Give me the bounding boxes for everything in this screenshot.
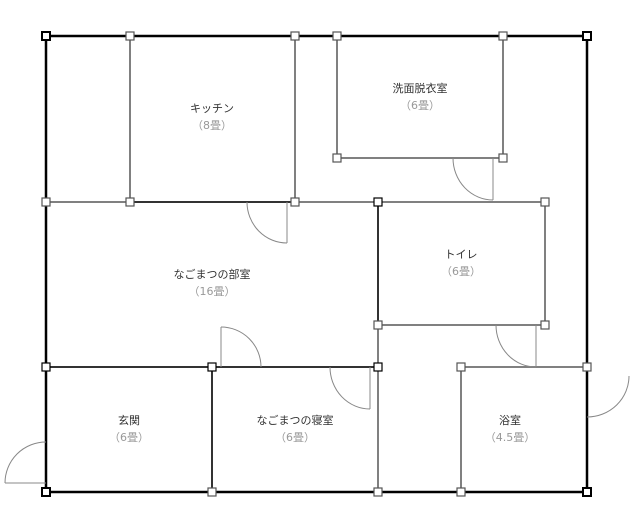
kitchen-door xyxy=(246,201,288,244)
washroom-door xyxy=(452,157,494,201)
toilet-door xyxy=(495,324,537,368)
room-size: （8畳） xyxy=(192,119,232,132)
interior-walls xyxy=(46,35,587,492)
room-name: 浴室 xyxy=(499,414,521,427)
room-size: （6畳） xyxy=(400,99,440,112)
room-name: なごまつの寝室 xyxy=(256,414,334,427)
room-label-washroom[interactable]: 洗面脱衣室 （6畳） xyxy=(393,80,448,114)
room-label-kitchen[interactable]: キッチン （8畳） xyxy=(190,100,234,134)
bath-exterior-door xyxy=(586,375,630,418)
room-size: （6畳） xyxy=(109,431,149,444)
room-label-toilet[interactable]: トイレ （6畳） xyxy=(441,246,481,280)
outer-wall xyxy=(44,34,589,494)
room-size: （16畳） xyxy=(188,285,236,298)
room-size: （6畳） xyxy=(441,265,481,278)
room-label-bedroom[interactable]: なごまつの寝室 （6畳） xyxy=(257,412,334,446)
room-size: （6畳） xyxy=(275,431,315,444)
bedroom-door xyxy=(329,366,371,410)
wall-nodes[interactable] xyxy=(41,31,592,497)
room-label-entrance[interactable]: 玄関 （6畳） xyxy=(109,412,149,446)
room-name: トイレ xyxy=(444,248,478,261)
room-size: （4.5畳） xyxy=(484,431,536,444)
room-name: キッチン xyxy=(190,102,234,115)
room-label-club-room[interactable]: なごまつの部室 （16畳） xyxy=(174,266,251,300)
room-label-bath[interactable]: 浴室 （4.5畳） xyxy=(485,412,536,446)
club-room-door xyxy=(220,326,262,368)
room-name: 玄関 xyxy=(118,414,140,427)
doors xyxy=(4,157,630,484)
room-name: なごまつの部室 xyxy=(173,268,251,281)
room-name: 洗面脱衣室 xyxy=(392,82,448,95)
entrance-door xyxy=(4,441,47,484)
